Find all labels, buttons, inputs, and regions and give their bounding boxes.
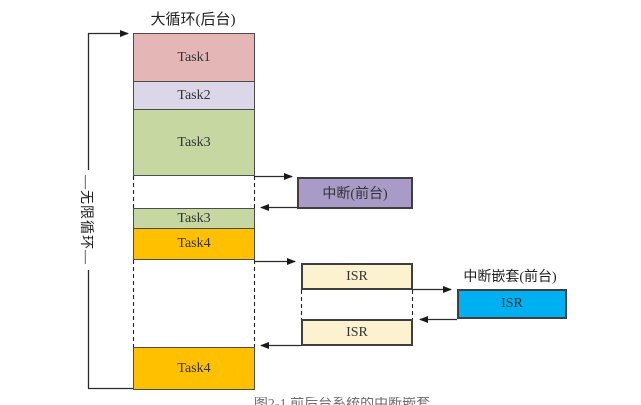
task4-block-second: Task4 <box>133 347 255 390</box>
task1-block: Task1 <box>133 33 255 82</box>
task3-block-first: Task3 <box>133 109 255 176</box>
background-loop-title: 大循环(后台) <box>150 12 236 28</box>
task4-label: Task4 <box>177 360 211 376</box>
nested-isr-label: ISR <box>501 296 523 311</box>
isr-label: ISR <box>346 324 368 340</box>
nested-isr-block: ISR <box>457 289 567 319</box>
figure-caption-clipped: 图2-1 前后台系统的中断嵌套 <box>253 397 431 405</box>
isr-block-second: ISR <box>301 319 413 346</box>
nested-interrupt-title: 中断嵌套(前台) <box>463 270 557 285</box>
isr-block-first: ISR <box>301 263 413 290</box>
task4-block-first: Task4 <box>133 228 255 260</box>
task3-block-second: Task3 <box>133 208 255 229</box>
interrupt-label: 中断(前台) <box>322 187 388 202</box>
task2-block: Task2 <box>133 81 255 110</box>
task4-label: Task4 <box>177 236 211 251</box>
interrupt-block: 中断(前台) <box>297 177 413 209</box>
isr-label: ISR <box>346 268 368 284</box>
task3-label: Task3 <box>177 210 211 226</box>
infinite-loop-label: —无限循环— <box>78 175 93 265</box>
task2-label: Task2 <box>177 87 211 103</box>
task3-label: Task3 <box>177 134 211 150</box>
task1-label: Task1 <box>177 49 211 65</box>
